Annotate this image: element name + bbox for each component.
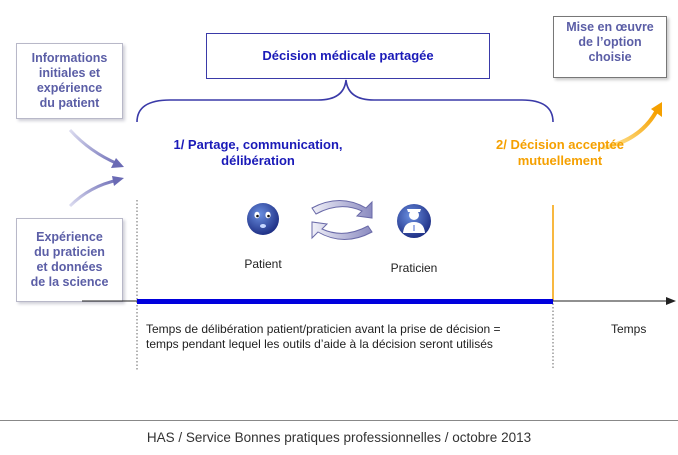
doctor-icon [397,204,431,238]
cycle-arrows-icon [311,200,373,240]
decision-partagee-box: Décision médicale partagée [206,33,490,79]
temps-axis-label: Temps [611,322,647,336]
info-patient-arrow [68,128,119,166]
orange-curved-arrow [602,110,658,150]
timeline-arrowhead [666,297,676,305]
experience-praticien-arrow [68,178,119,208]
praticien-label: Praticien [390,261,438,275]
patient-label: Patient [244,257,282,271]
timeline-blue-bar [137,299,553,304]
experience-praticien-box: Expérience du praticien et données de la… [16,218,123,302]
phase1-title: 1/ Partage, communication, délibération [173,137,343,168]
info-patient-box: Informations initiales et expérience du … [16,43,123,119]
patient-smiley-icon [247,203,279,235]
mise-en-oeuvre-box: Mise en œuvre de l’option choisie [553,16,667,78]
phase2-title: 2/ Décision acceptée mutuellement [496,137,624,168]
footer-text: HAS / Service Bonnes pratiques professio… [146,430,532,445]
footer-separator [0,420,678,421]
decision-brace [136,79,554,123]
timeline-description: Temps de délibération patient/praticien … [146,322,501,351]
